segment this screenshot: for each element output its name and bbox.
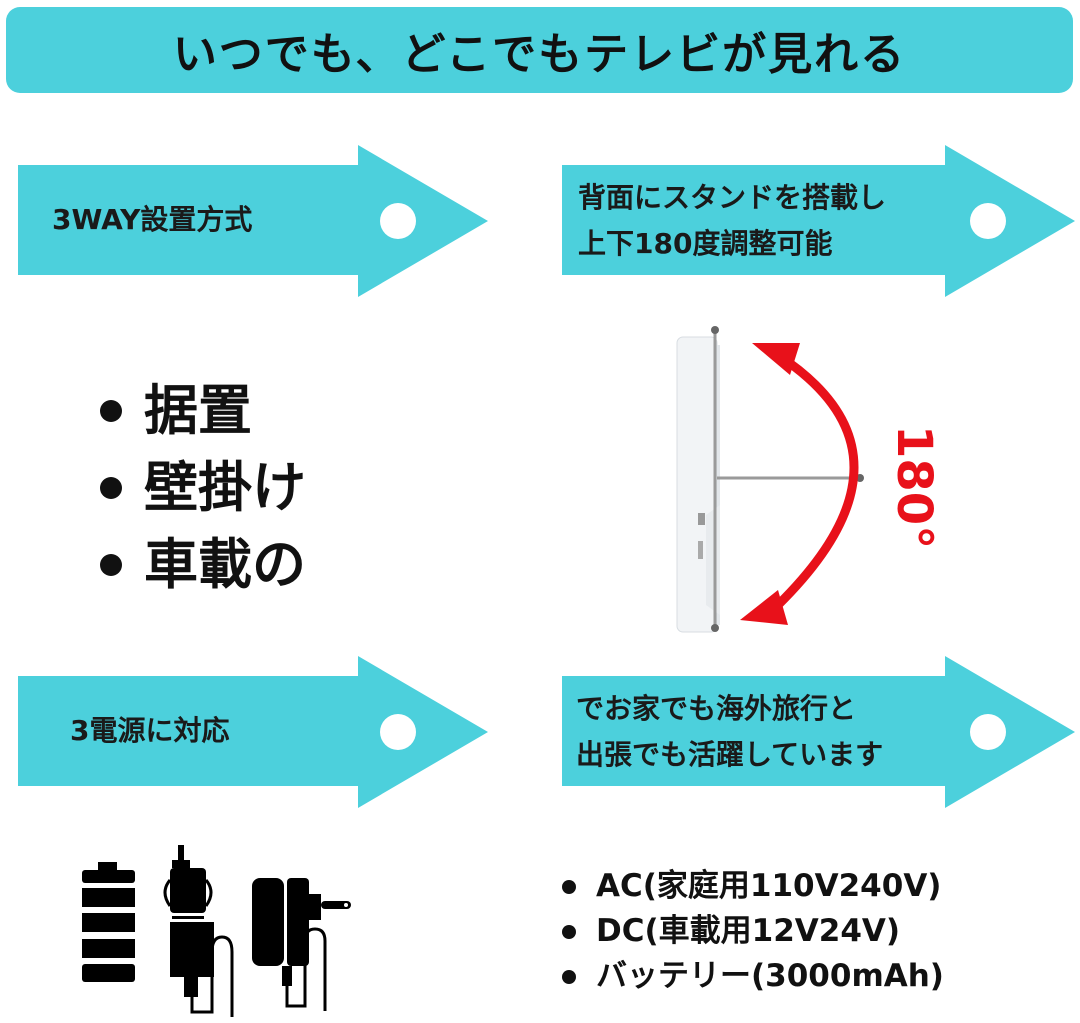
install-modes-list: 据置 壁掛け 車載の: [100, 372, 306, 603]
power-sources-list: AC(家庭用110V240V) DC(車載用12V24V) バッテリー(3000…: [562, 864, 944, 999]
arrow-up-icon: [752, 343, 800, 375]
bullet-icon: [100, 553, 122, 576]
arrow-shape: [562, 656, 1075, 808]
battery-icon: [82, 862, 135, 982]
arrow-text-line: 出張でも活躍しています: [576, 738, 884, 771]
power-icons: [82, 845, 351, 1017]
arrow-shape: [18, 145, 488, 297]
arrow-text: 3電源に対応: [70, 714, 230, 747]
bullet-icon: [562, 924, 576, 939]
tv-stand-illustration: 180°: [676, 326, 942, 633]
list-item: 車載の: [100, 526, 306, 603]
arrow-usage: でお家でも海外旅行と 出張でも活躍しています: [562, 656, 1078, 810]
arrow-stand: 背面にスタンドを搭載し 上下180度調整可能: [562, 145, 1078, 299]
car-charger-icon: [163, 845, 234, 1017]
arrow-shape: [562, 145, 1075, 297]
bullet-icon: [562, 879, 576, 894]
arrow-down-icon: [740, 590, 788, 625]
bullet-icon: [562, 969, 576, 984]
list-item: 据置: [100, 372, 306, 449]
arrow-shape: [18, 656, 488, 808]
arrow-install-method: 3WAY設置方式: [18, 145, 490, 299]
ac-adapter-icon: [252, 878, 351, 1011]
bullet-icon: [100, 399, 122, 422]
title-banner: いつでも、どこでもテレビが見れる: [6, 7, 1073, 93]
arrow-text-line: 背面にスタンドを搭載し: [578, 181, 887, 214]
bullet-icon: [100, 476, 122, 499]
list-item: 壁掛け: [100, 449, 306, 526]
list-item: DC(車載用12V24V): [562, 909, 944, 954]
list-item: AC(家庭用110V240V): [562, 864, 944, 909]
angle-label: 180°: [886, 425, 942, 549]
arrow-text-line: でお家でも海外旅行と: [576, 692, 857, 725]
arrow-text-line: 上下180度調整可能: [578, 227, 833, 260]
arrow-power: 3電源に対応: [18, 656, 490, 810]
list-item: バッテリー(3000mAh): [562, 954, 944, 999]
arrow-text: 3WAY設置方式: [52, 203, 253, 236]
